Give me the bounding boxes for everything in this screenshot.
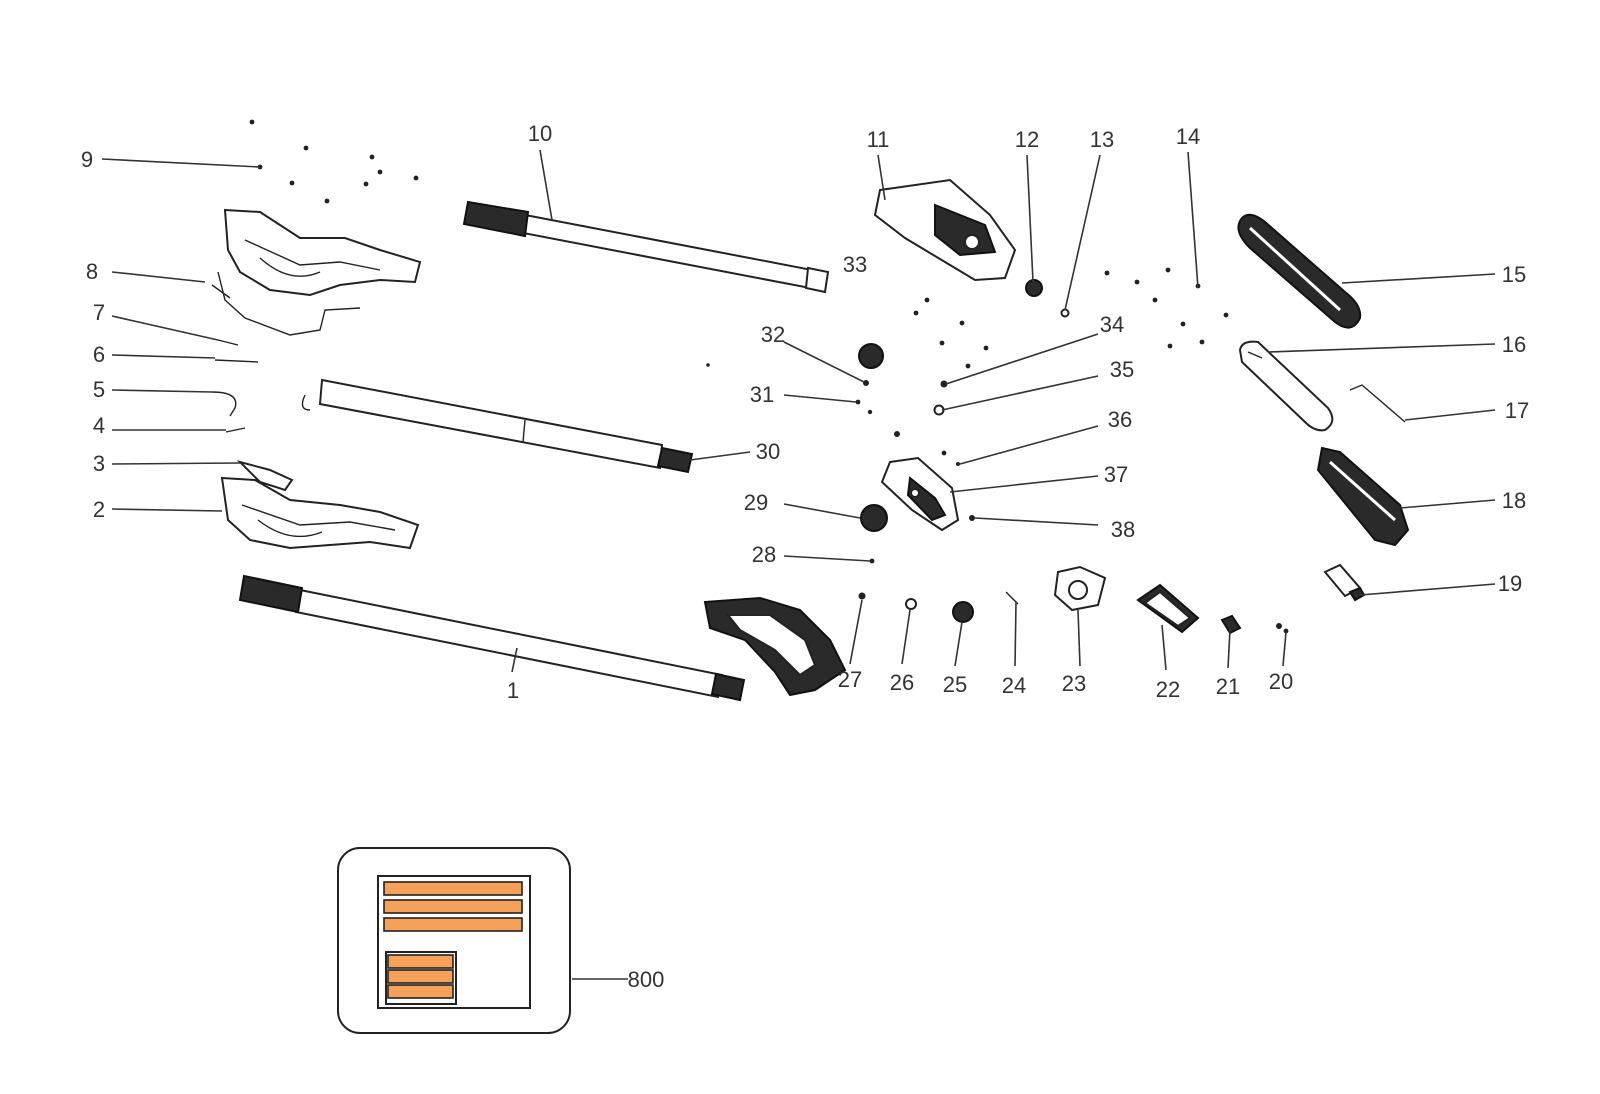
part-label-27: 27 — [838, 667, 862, 692]
part-label-10: 10 — [528, 121, 552, 146]
label-strip-2 — [383, 899, 523, 914]
screw-27 — [858, 592, 866, 600]
part-label-16: 16 — [1502, 332, 1526, 357]
pin-28 — [869, 558, 875, 564]
head-screws — [706, 267, 1229, 369]
label-strip-3 — [383, 917, 523, 932]
guide-bar-16 — [1238, 340, 1334, 432]
lower-handle-shell — [220, 476, 420, 550]
upper-handle-shell — [223, 208, 422, 297]
label-strip-6 — [387, 984, 454, 999]
screw-38 — [969, 515, 975, 521]
part-label-5: 5 — [93, 377, 105, 402]
label-strip-4 — [387, 954, 454, 969]
part-label-18: 18 — [1502, 488, 1526, 513]
part-label-8: 8 — [86, 259, 98, 284]
label-sheet-800 — [337, 847, 571, 1034]
bar-cover-18 — [1316, 446, 1410, 547]
part-label-26: 26 — [890, 670, 914, 695]
part-label-35: 35 — [1110, 357, 1134, 382]
washer-26 — [905, 598, 917, 610]
part-label-4: 4 — [93, 413, 105, 438]
label-strip-1 — [383, 881, 523, 896]
part-label-28: 28 — [752, 542, 776, 567]
clamp-block-22 — [1136, 583, 1200, 634]
part-label-31: 31 — [750, 382, 774, 407]
hex-key-17 — [1349, 384, 1406, 423]
part-label-32: 32 — [761, 322, 785, 347]
label-strip-5 — [387, 969, 454, 984]
part-label-34: 34 — [1100, 312, 1124, 337]
screws-9-group — [249, 119, 419, 204]
spring-21 — [1220, 614, 1242, 635]
motor-housing — [703, 596, 847, 697]
pin-31 — [855, 399, 861, 405]
nut-20 — [1276, 623, 1282, 629]
gearbox-plate-37 — [880, 456, 960, 532]
part-label-2: 2 — [93, 497, 105, 522]
part-label-21: 21 — [1216, 674, 1240, 699]
part-label-6: 6 — [93, 342, 105, 367]
part-label-19: 19 — [1498, 571, 1522, 596]
part-label-15: 15 — [1502, 262, 1526, 287]
part-label-38: 38 — [1111, 517, 1135, 542]
pin-36 — [956, 462, 960, 466]
part-labels: 1 2 3 4 5 6 7 8 9 10 11 12 13 14 15 16 1… — [81, 121, 1529, 703]
part-label-22: 22 — [1156, 677, 1180, 702]
part-label-12: 12 — [1015, 127, 1039, 152]
part-label-14: 14 — [1176, 124, 1200, 149]
leader-lines — [101, 149, 1496, 980]
washer-34 — [940, 380, 948, 388]
part-label-30: 30 — [756, 439, 780, 464]
part-label-37: 37 — [1104, 462, 1128, 487]
part-label-800: 800 — [628, 967, 665, 992]
washer-13 — [1060, 308, 1070, 318]
part-label-3: 3 — [93, 451, 105, 476]
gear-33 — [858, 343, 884, 369]
upper-pole-10 — [462, 200, 830, 294]
part-label-33: 33 — [843, 252, 867, 277]
lower-pole-1 — [238, 574, 746, 702]
head-cover-11 — [873, 178, 1017, 282]
part-label-29: 29 — [744, 490, 768, 515]
small-switch-parts — [211, 339, 294, 492]
oil-bottle-19 — [1323, 563, 1366, 602]
wire-harness — [211, 271, 361, 336]
part-label-24: 24 — [1002, 673, 1026, 698]
pin-32 — [863, 380, 869, 386]
part-label-9: 9 — [81, 147, 93, 172]
part-label-11: 11 — [867, 127, 890, 152]
part-label-7: 7 — [93, 300, 105, 325]
saw-chain-15 — [1237, 213, 1362, 329]
part-label-23: 23 — [1062, 671, 1086, 696]
gear-25 — [952, 601, 974, 623]
part-label-17: 17 — [1505, 398, 1529, 423]
nut-12 — [1025, 279, 1043, 297]
middle-pole-30 — [301, 378, 694, 474]
part-label-36: 36 — [1108, 407, 1132, 432]
adjuster-plate-23 — [1053, 565, 1107, 612]
part-label-25: 25 — [943, 672, 967, 697]
part-label-1: 1 — [507, 678, 519, 703]
part-label-20: 20 — [1269, 669, 1293, 694]
part-label-13: 13 — [1090, 127, 1114, 152]
sprocket-29 — [860, 504, 888, 532]
